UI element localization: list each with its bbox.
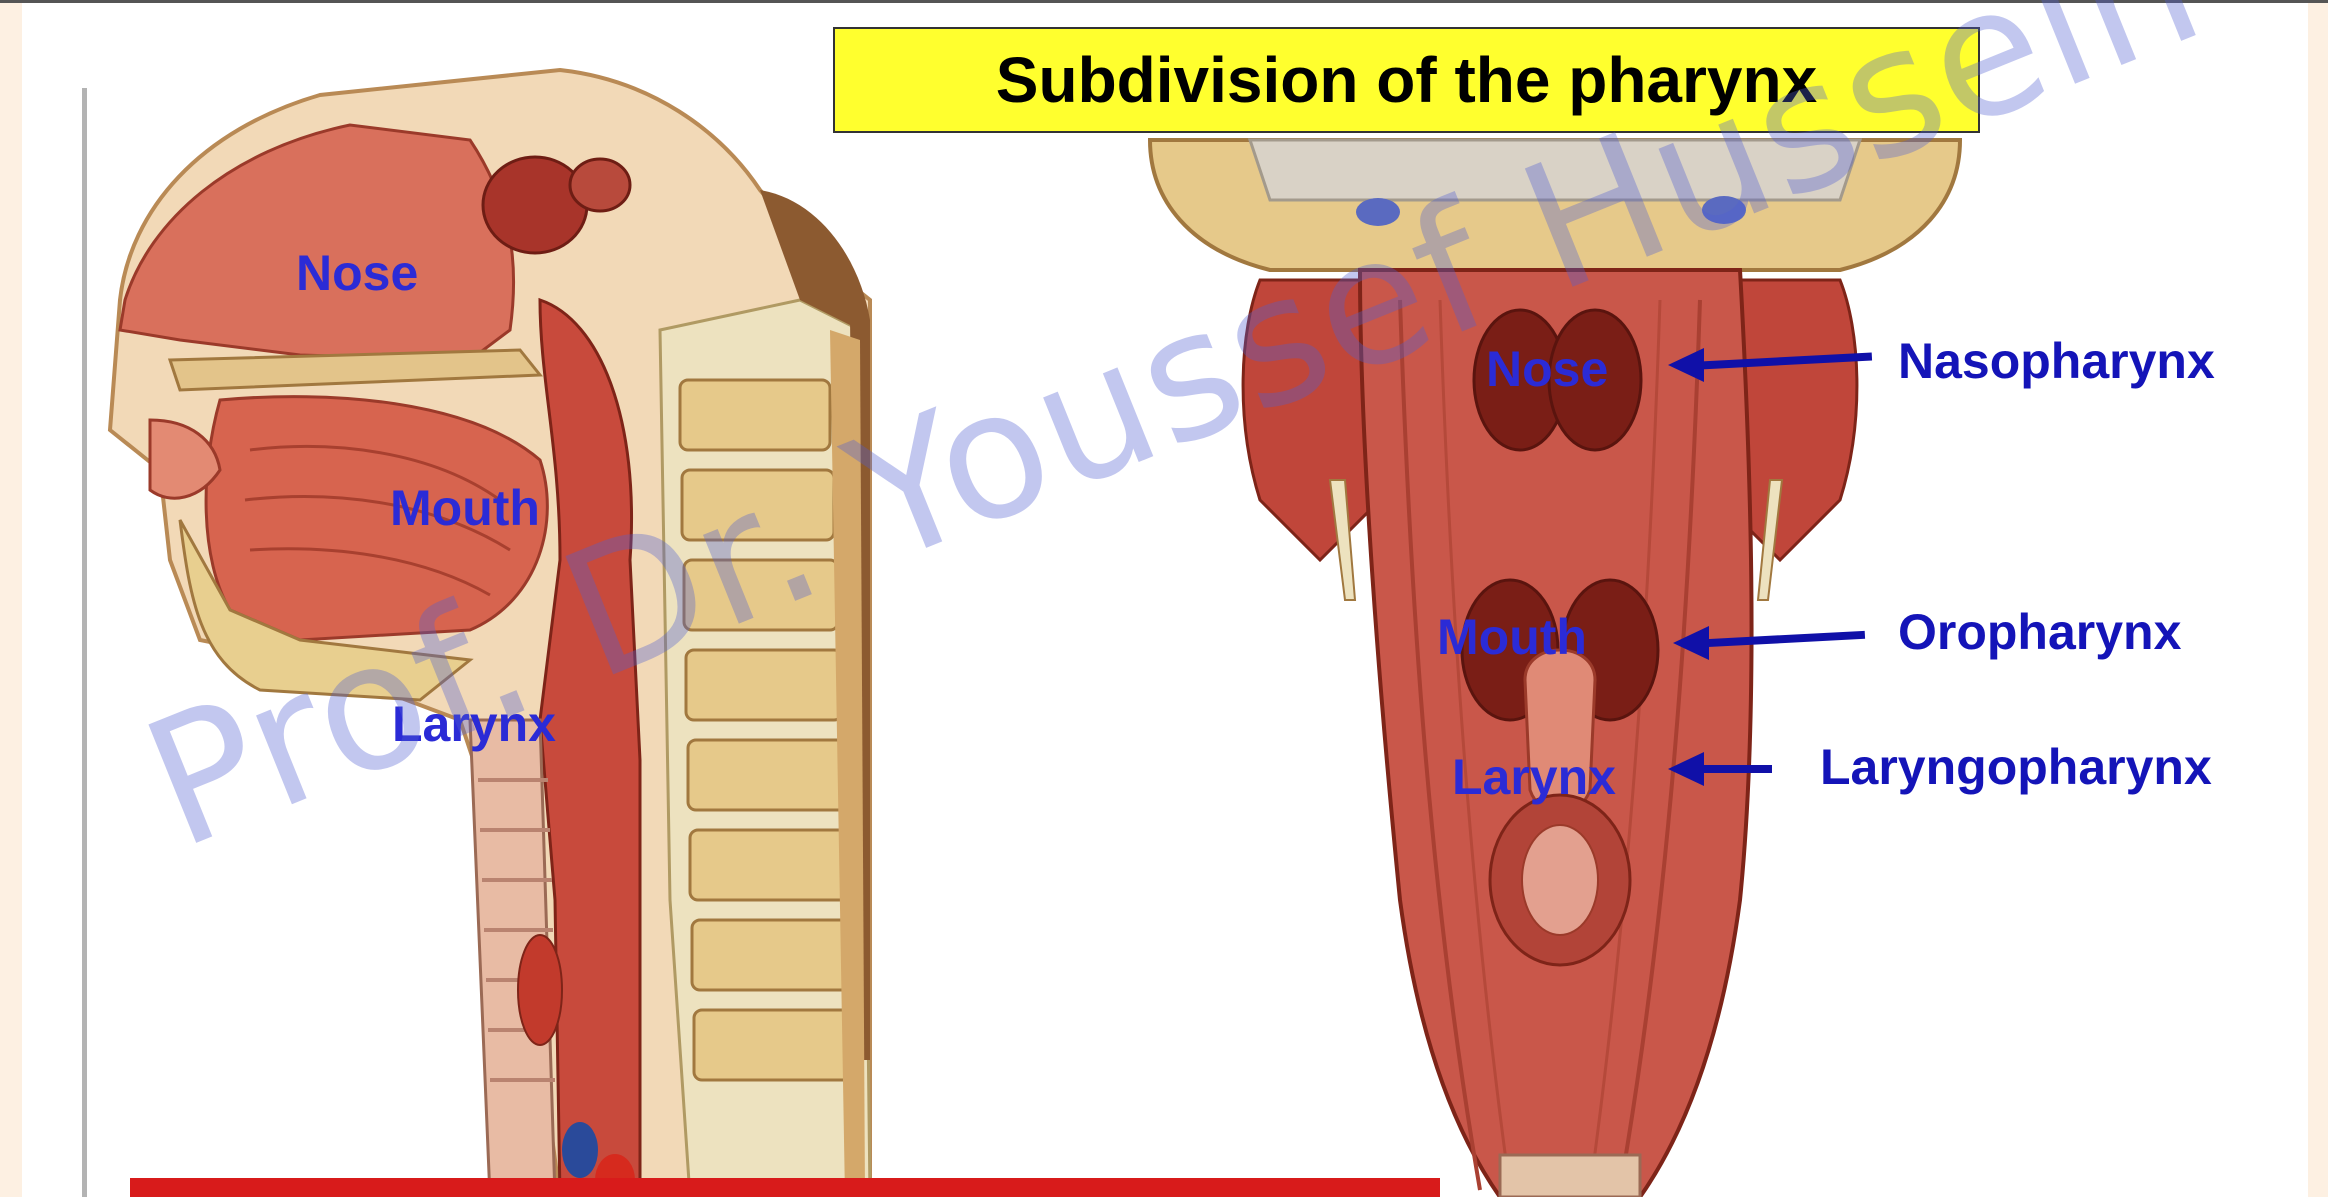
nasal-cavity [120, 125, 514, 360]
sphenoid-sinus [570, 159, 630, 211]
label-laryngopharynx: Laryngopharynx [1820, 742, 2212, 792]
posterior-label-larynx: Larynx [1452, 752, 1616, 802]
esophagus [1500, 1155, 1640, 1197]
arrow-laryngopharynx [1700, 765, 1772, 773]
footer-red-bar [130, 1178, 1440, 1197]
arrow-head-nasopharynx [1668, 348, 1704, 382]
frontal-sinus [483, 157, 587, 253]
posterior-label-mouth: Mouth [1437, 612, 1587, 662]
sagittal-label-nose: Nose [296, 248, 418, 298]
arrow-head-laryngopharynx [1668, 752, 1704, 786]
arrow-head-oropharynx [1673, 626, 1709, 660]
label-nasopharynx: Nasopharynx [1898, 336, 2215, 386]
sagittal-label-mouth: Mouth [390, 483, 540, 533]
label-oropharynx: Oropharynx [1898, 607, 2181, 657]
